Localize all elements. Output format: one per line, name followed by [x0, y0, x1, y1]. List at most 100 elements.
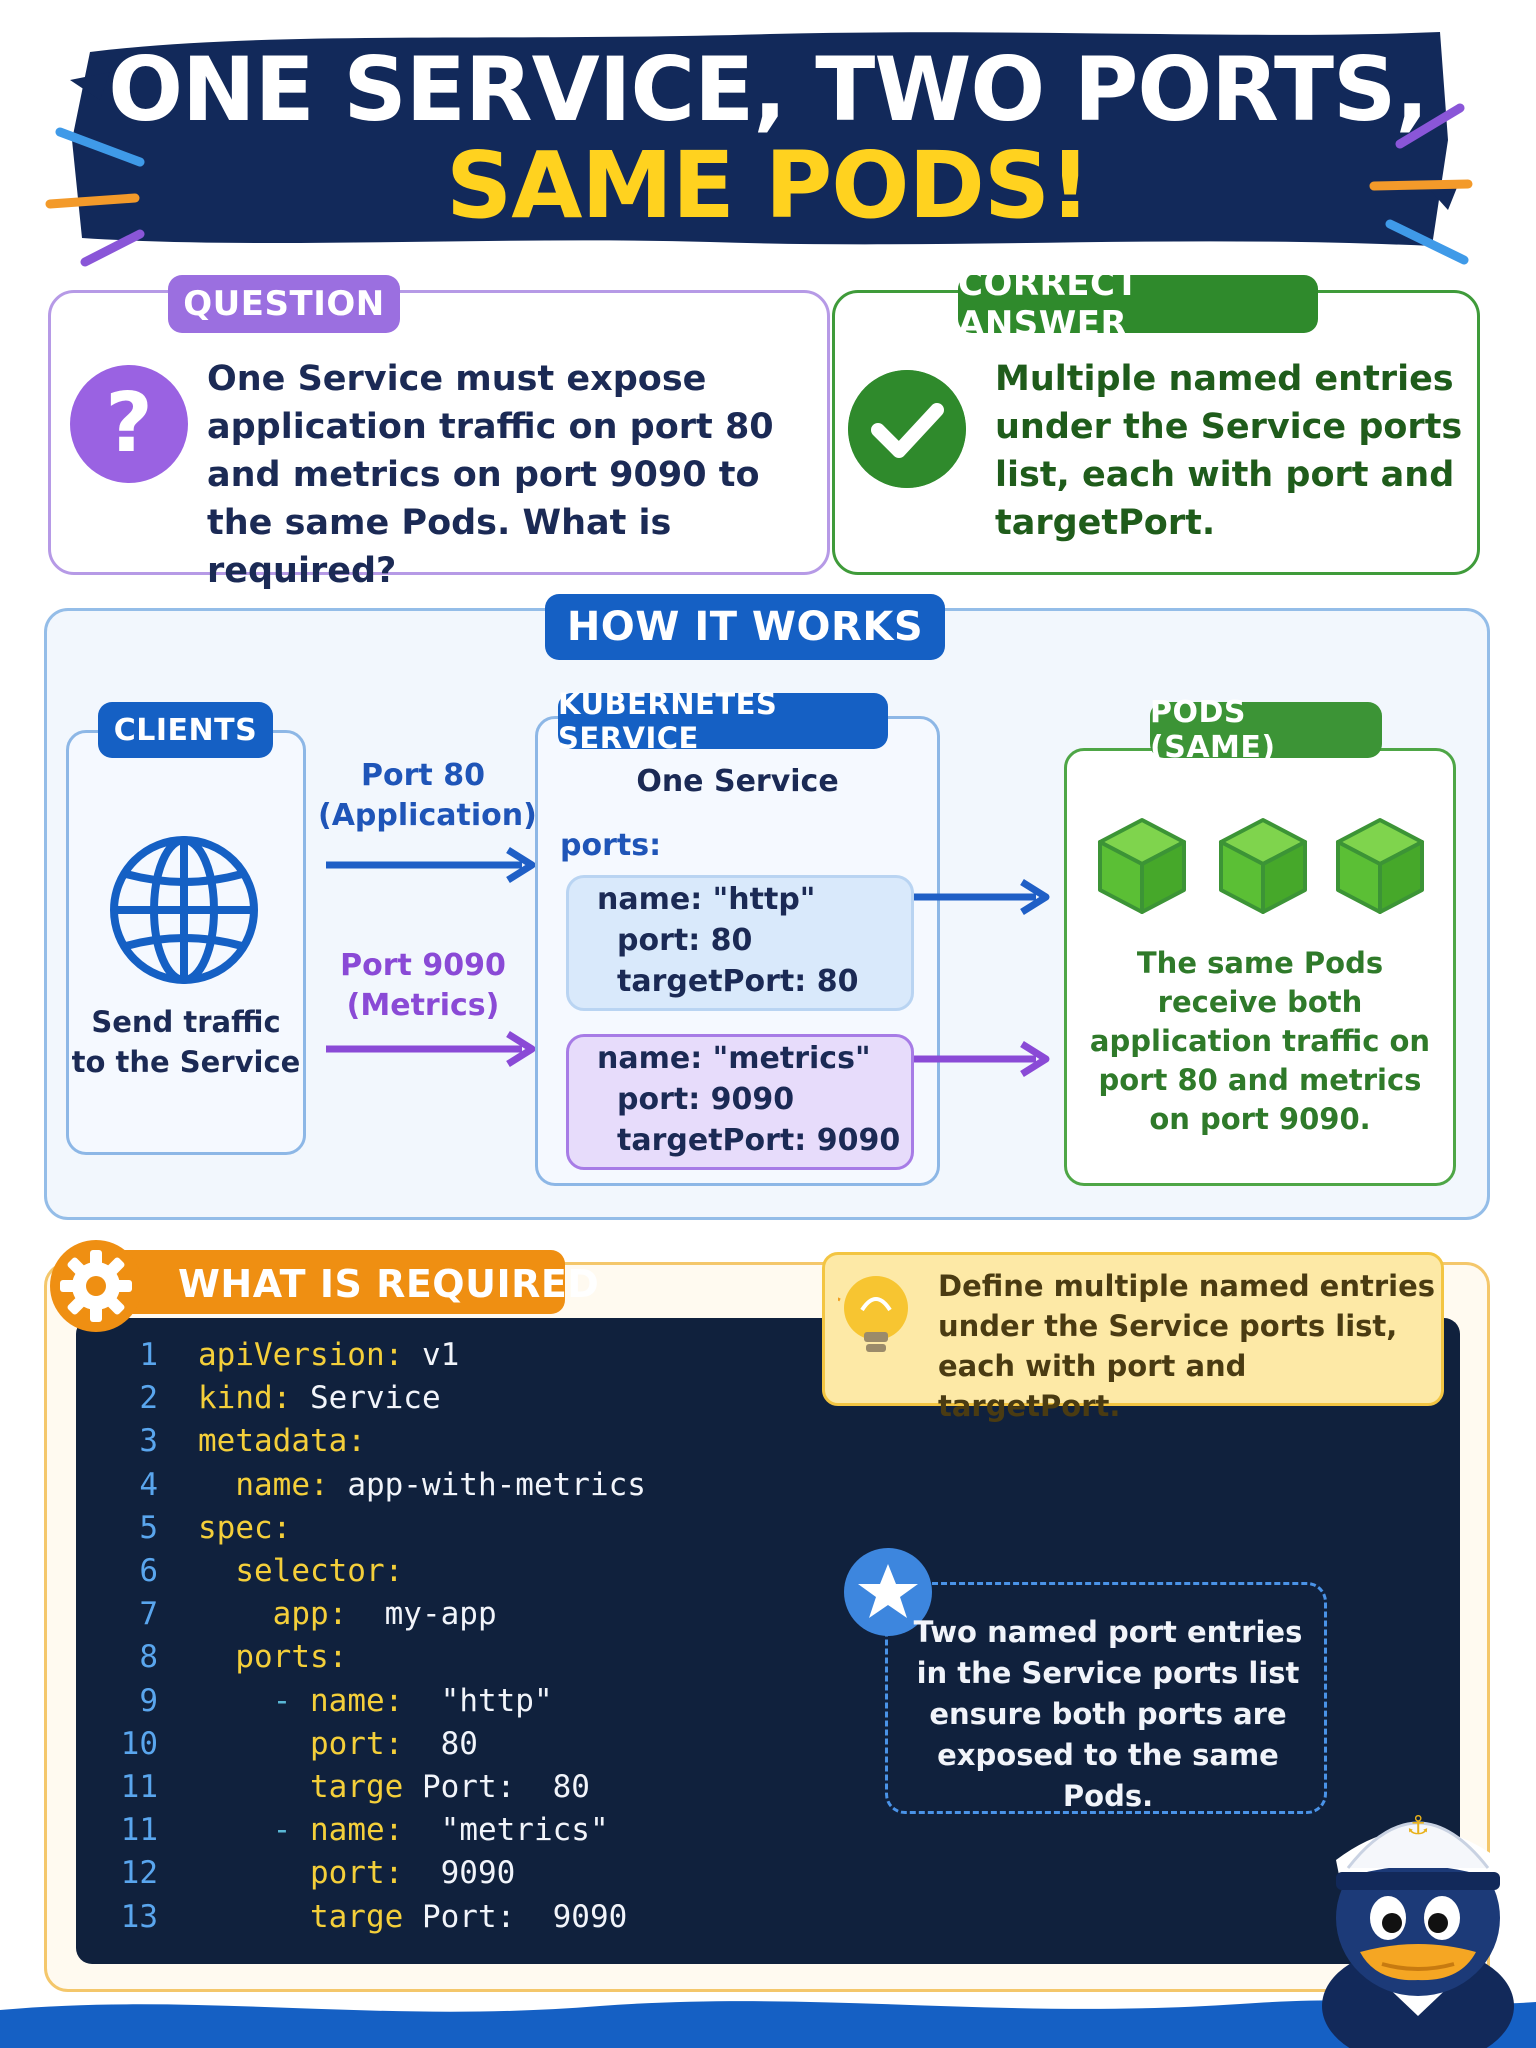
code-line-number: 13: [120, 1899, 158, 1935]
code-line-number: 2: [139, 1380, 158, 1416]
code-line-number: 4: [139, 1467, 158, 1503]
code-key: app:: [272, 1596, 348, 1632]
code-line: targe Port: 80: [198, 1766, 590, 1809]
code-line-number: 8: [139, 1639, 158, 1675]
star-icon: [844, 1548, 932, 1636]
code-line: ports:: [198, 1636, 347, 1679]
code-key: apiVersion:: [198, 1337, 404, 1373]
code-line-number: 3: [139, 1423, 158, 1459]
code-value: app-with-metrics: [328, 1467, 646, 1503]
code-line: port: 9090: [198, 1852, 515, 1895]
required-tag-bg: [60, 1250, 565, 1314]
http-port: port: 80: [617, 923, 753, 958]
code-key: metadata:: [198, 1423, 366, 1459]
code-line: name: app-with-metrics: [198, 1464, 646, 1507]
code-value: Port: 9090: [403, 1899, 628, 1935]
note-text: Two named port entries in the Service po…: [913, 1615, 1303, 1813]
code-value: Port: 80: [403, 1769, 590, 1805]
arrow-metrics-to-pods: [914, 1041, 1050, 1077]
code-value: "metrics": [403, 1812, 609, 1848]
code-line-number: 11: [120, 1812, 158, 1848]
metrics-name: name: "metrics": [597, 1041, 871, 1076]
http-target-port: targetPort: 80: [617, 964, 859, 999]
cube-icon: [1336, 818, 1424, 914]
pod-cubes: [1098, 818, 1424, 914]
checkmark-icon: [848, 370, 966, 488]
clients-tag: CLIENTS: [98, 702, 273, 758]
question-mark-icon: ?: [70, 365, 188, 483]
lightbulb-icon: [838, 1276, 908, 1352]
code-line-number: 7: [139, 1596, 158, 1632]
code-line-number: 9: [139, 1683, 158, 1719]
question-tag: QUESTION: [168, 275, 400, 333]
answer-text: Multiple named entries under the Service…: [995, 359, 1463, 543]
ports-label: ports:: [560, 828, 662, 863]
code-key: name:: [235, 1467, 329, 1503]
port-80-label: Port 80 (Application): [318, 758, 537, 833]
code-line: port: 80: [198, 1723, 478, 1766]
code-key: targe: [309, 1899, 404, 1935]
code-line-number: 10: [120, 1726, 158, 1762]
code-block: [76, 1318, 1460, 1964]
pods-text: The same Pods receive both application t…: [1089, 946, 1431, 1136]
decor-strokes-left: [45, 127, 145, 267]
svg-text:⚓: ⚓: [1406, 1811, 1429, 1841]
metrics-port: port: 9090: [617, 1082, 795, 1117]
code-line-number: 1: [139, 1337, 158, 1373]
code-line: - name: "metrics": [272, 1812, 609, 1848]
code-key: name:: [310, 1812, 404, 1848]
cube-icon: [1219, 818, 1307, 914]
pods-tag: PODS (SAME): [1150, 695, 1382, 765]
metrics-port-card: name: "metrics" port: 9090 targetPort: 9…: [566, 1034, 914, 1170]
code-line: metadata:: [198, 1420, 366, 1463]
code-value: my-app: [347, 1596, 497, 1632]
port-9090-label: Port 9090 (Metrics): [340, 948, 506, 1023]
bottom-wave: [0, 2000, 1536, 2048]
globe-icon: [110, 836, 258, 984]
tip-box: [822, 1252, 1444, 1406]
http-port-card: name: "http" port: 80 targetPort: 80: [566, 875, 914, 1011]
sailor-duck-mascot: ⚓: [1322, 1811, 1514, 2048]
gear-icon: [50, 1240, 142, 1332]
code-line: spec:: [198, 1507, 291, 1550]
code-key: name:: [310, 1683, 404, 1719]
decor-strokes-right: [1369, 103, 1473, 265]
http-name: name: "http": [597, 882, 816, 917]
code-key: spec:: [198, 1510, 292, 1546]
answer-tag: CORRECT ANSWER: [958, 264, 1318, 344]
code-value: 9090: [403, 1855, 516, 1891]
kubernetes-service-tag: KUBERNETES SERVICE: [558, 687, 888, 755]
code-key: port:: [309, 1855, 404, 1891]
code-value: 80: [403, 1726, 478, 1762]
clients-caption: Send traffic to the Service: [71, 1005, 301, 1079]
code-line: apiVersion: v1: [198, 1334, 459, 1377]
question-panel: [48, 290, 830, 575]
code-key: ports:: [235, 1639, 348, 1675]
code-key: targe: [309, 1769, 404, 1805]
how-it-works-tag: HOW IT WORKS: [545, 594, 945, 660]
code-key: kind:: [198, 1380, 292, 1416]
code-line-number: 5: [139, 1510, 158, 1546]
note-box: [885, 1582, 1327, 1814]
arrow-port-9090: [326, 1031, 536, 1067]
required-tag: WHAT IS REQUIRED: [178, 1262, 600, 1306]
page-title-line2: SAME PODS!: [445, 132, 1091, 239]
code-key: selector:: [235, 1553, 404, 1589]
code-value: Service: [291, 1380, 441, 1416]
code-line-number: 12: [120, 1855, 158, 1891]
code-value: "http": [403, 1683, 553, 1719]
code-line: - name: "http": [272, 1683, 553, 1719]
title-banner: [70, 32, 1460, 246]
tip-text: Define multiple named entries under the …: [938, 1269, 1436, 1423]
cube-icon: [1098, 818, 1186, 914]
page-title-line1: ONE SERVICE, TWO PORTS,: [108, 38, 1429, 141]
code-line-number: 6: [139, 1553, 158, 1589]
service-subtitle: One Service: [636, 764, 839, 799]
code-value: v1: [403, 1337, 460, 1373]
arrow-http-to-pods: [914, 879, 1050, 915]
code-line-number: 11: [120, 1769, 158, 1805]
code-line: targe Port: 9090: [198, 1896, 627, 1939]
code-line: app: my-app: [198, 1593, 497, 1636]
clients-box: [66, 730, 306, 1155]
arrow-port-80: [326, 847, 536, 883]
